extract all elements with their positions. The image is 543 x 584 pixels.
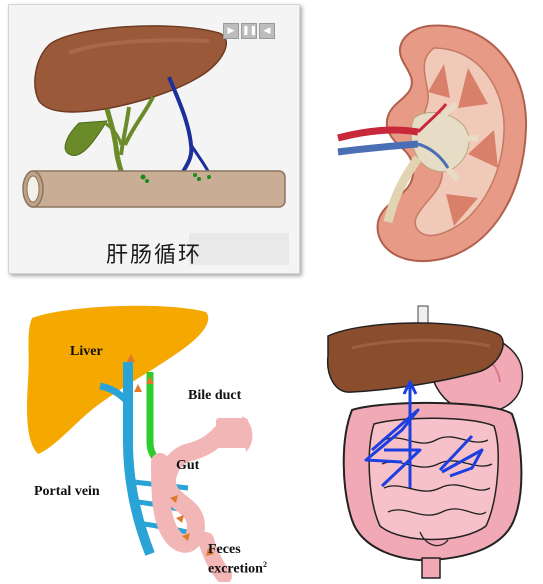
portal-vein-path (123, 362, 155, 556)
renal-artery-shape (337, 126, 419, 142)
stomach-outlet (216, 418, 248, 448)
bile-duct-label: Bile duct (188, 388, 242, 403)
portal-circulation-panel: Liver Bile duct Gut Portal vein Feces ex… (10, 292, 280, 582)
gut-label: Gut (176, 458, 200, 473)
play-button[interactable]: ▶ (223, 23, 239, 39)
liver-shape (27, 305, 209, 454)
gut-path (151, 419, 235, 553)
mute-button[interactable]: ◀ (259, 23, 275, 39)
feces-label: Feces (208, 542, 241, 557)
portal-circulation-diagram (27, 305, 253, 582)
ureter-shape (383, 155, 422, 224)
footnote-marker: 2 (262, 560, 267, 569)
bile-duct-path (146, 372, 163, 465)
flow-arrows (127, 354, 214, 556)
gallbladder-shape (64, 120, 108, 156)
portal-vein-shape (167, 76, 194, 177)
enterohepatic-caption: 肝肠循环 (105, 243, 202, 268)
pause-button[interactable]: ❚❚ (241, 23, 257, 39)
kidney-panel (318, 8, 536, 272)
digestive-organs-panel (322, 300, 538, 582)
excretion-label: excretion2 (208, 560, 267, 577)
portal-vein-label: Portal vein (34, 484, 100, 499)
flow-arrows-blue (364, 380, 484, 488)
liver-label: Liver (70, 344, 103, 359)
enterohepatic-circulation-panel: ▶ ❚❚ ◀ 肝肠循环 (8, 4, 300, 274)
renal-vein-shape (337, 140, 419, 156)
digestive-organs-illustration (326, 305, 524, 579)
kidney-illustration (337, 24, 528, 263)
enterohepatic-illustration (22, 25, 289, 265)
intestine-tube (26, 170, 286, 208)
